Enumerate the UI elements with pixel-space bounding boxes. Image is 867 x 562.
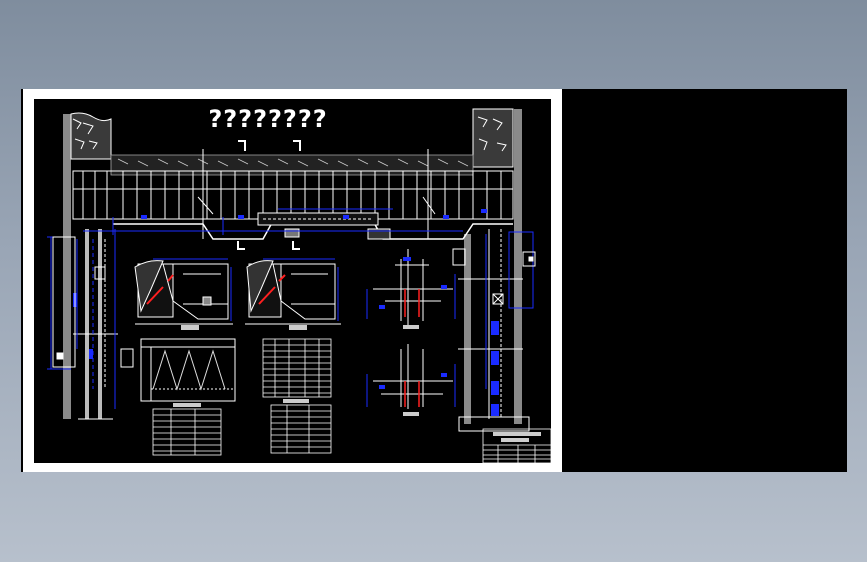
cross-section-2	[245, 260, 341, 325]
cad-viewport[interactable]: ????????	[21, 89, 847, 472]
cross-section-1-dimensions	[153, 258, 232, 321]
right-frame	[452, 248, 536, 267]
table-middle-label-mark	[283, 399, 309, 403]
table-middle-top	[262, 338, 332, 398]
drawing-title: ????????	[208, 105, 328, 133]
cross-section-2-dimensions	[263, 258, 339, 321]
shaft-detail-lower-dims	[366, 364, 456, 407]
shaft-detail-upper	[373, 249, 453, 329]
cycle-diagram-label-mark	[173, 403, 201, 407]
cross-section-1-annotations	[146, 274, 174, 305]
roadway-dimensions	[83, 208, 487, 235]
title-block	[482, 428, 552, 464]
section-1-label-mark	[181, 325, 199, 330]
left-frame	[52, 236, 134, 368]
shaft-lower-label-mark	[403, 412, 419, 416]
table-middle-bottom	[270, 404, 332, 454]
shaft-detail-upper-accent	[404, 289, 420, 317]
cross-section-1	[134, 260, 233, 325]
shaft-upper-label-mark	[403, 325, 419, 329]
right-shaft	[458, 108, 530, 432]
shaft-detail-lower-accent	[404, 381, 420, 407]
cycle-diagram	[140, 338, 236, 402]
drawing-sheet: ????????	[23, 89, 562, 472]
shaft-detail-upper-dims	[366, 257, 456, 319]
section-markers	[237, 140, 301, 250]
shaft-detail-lower	[373, 344, 453, 409]
section-2-label-mark	[289, 325, 307, 330]
right-shaft-dimensions	[485, 231, 534, 416]
left-shaft	[63, 112, 118, 420]
table-left	[152, 408, 222, 456]
drawing-canvas	[34, 99, 552, 464]
cross-section-2-annotations	[258, 274, 286, 305]
